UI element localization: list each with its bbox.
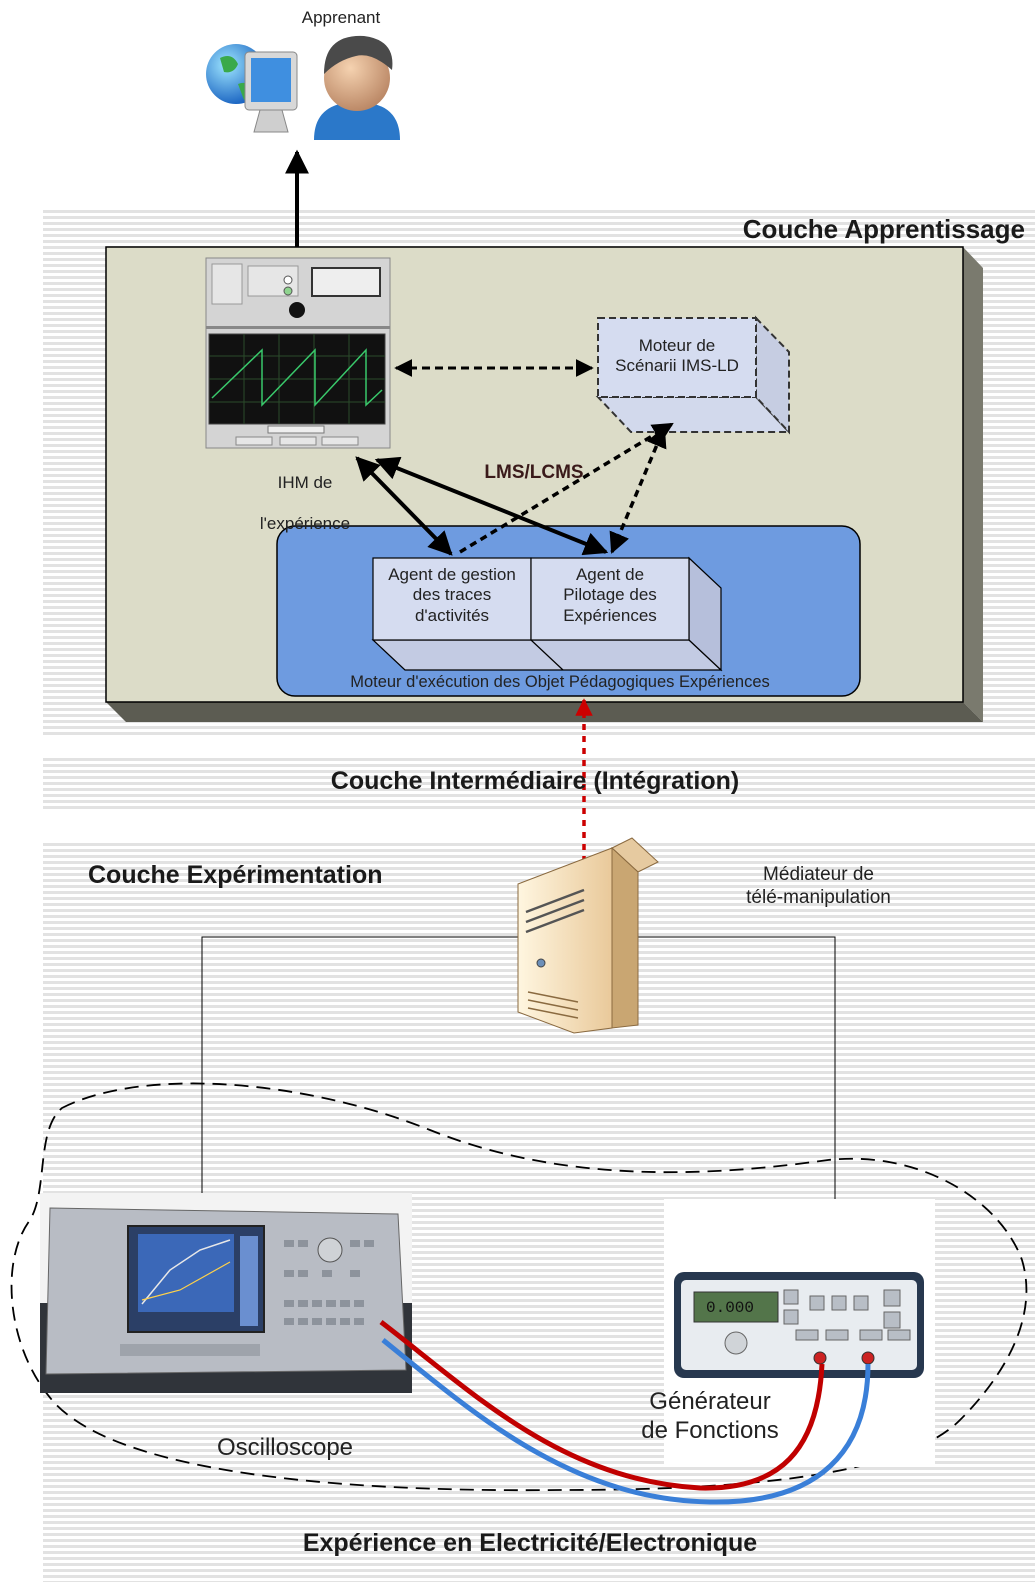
generator-label: Générateur de Fonctions xyxy=(641,1388,779,1444)
learning-layer-title: Couche Apprentissage xyxy=(742,214,1025,244)
experiment-boundary xyxy=(10,1082,1028,1492)
hmi-label-line1: IHM de xyxy=(277,473,333,493)
trace-agent-label: Agent de gestion des traces d'activités xyxy=(388,565,516,625)
mediator-label: Médiateur de télé-manipulation xyxy=(746,864,891,908)
lms-label: LMS/LCMS xyxy=(484,462,584,483)
learner-label: Apprenant xyxy=(301,8,381,27)
mediator-generator-link xyxy=(612,936,836,1285)
hmi-screenshot xyxy=(205,257,391,449)
pilot-agent-label: Agent de Pilotage des Expériences xyxy=(563,565,657,625)
oscilloscope-image xyxy=(40,1193,412,1393)
middle-layer-title: Couche Intermédiaire (Intégration) xyxy=(330,767,740,795)
pilot-scenario-arrow xyxy=(609,426,667,554)
bottom-layer-title: Expérience en Electricité/Electronique xyxy=(302,1529,758,1557)
hmi-label: IHM de l'expérience xyxy=(240,453,370,535)
mediator-oscilloscope-link xyxy=(201,936,545,1210)
agent-boxes xyxy=(371,556,723,672)
function-generator-image xyxy=(664,1199,935,1467)
generator-display-value: 0.000 xyxy=(706,1299,754,1317)
execution-engine-label: Moteur d'exécution des Objet Pédagogique… xyxy=(350,673,770,691)
scenario-engine-label: Moteur de Scénarii IMS-LD xyxy=(615,336,739,376)
hmi-pilot-agent-arrow xyxy=(374,456,609,556)
learner-icon xyxy=(206,35,400,140)
red-cable xyxy=(379,1320,825,1491)
mediator-server-icon xyxy=(517,837,659,1034)
layer-band-middle xyxy=(43,758,1035,810)
blue-cable xyxy=(381,1338,871,1505)
experiment-layer-title: Couche Expérimentation xyxy=(88,861,383,889)
scenario-engine-box xyxy=(595,315,792,435)
hmi-label-line2: l'expérience xyxy=(259,514,351,534)
oscilloscope-label: Oscilloscope xyxy=(216,1434,354,1461)
